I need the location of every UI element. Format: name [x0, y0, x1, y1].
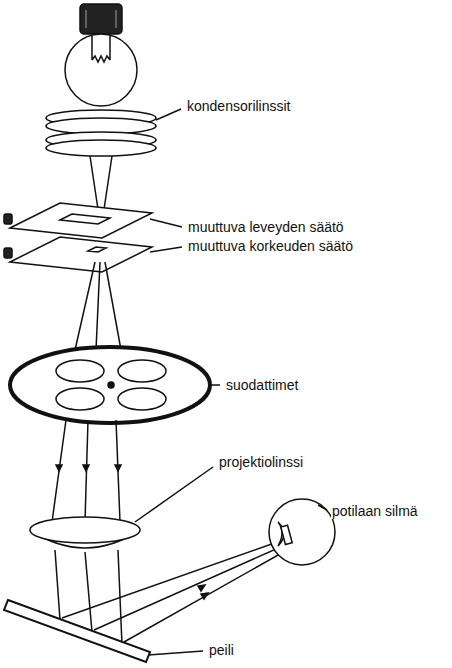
adjust-knob [4, 248, 12, 258]
leader-line [150, 247, 182, 252]
ray-arrow [198, 585, 208, 599]
leader-line [210, 384, 220, 386]
light-ray [124, 550, 287, 642]
socket-ridge [85, 10, 87, 28]
filter [118, 388, 166, 410]
ray-arrow [56, 465, 121, 471]
lamp-bulb [65, 34, 137, 106]
leader-line [156, 109, 181, 120]
height-plate [10, 237, 152, 272]
part-label: muuttuva korkeuden säätö [187, 238, 354, 254]
filter [56, 388, 104, 410]
filter-wheel [10, 347, 210, 423]
light-ray [55, 550, 60, 620]
part-label: muuttuva leveyden säätö [187, 219, 345, 235]
filter [118, 360, 166, 382]
leader-line [135, 467, 213, 522]
part-label: projektiolinssi [218, 454, 304, 470]
part-label: kondensorilinssit [186, 98, 292, 114]
part-label: peili [208, 642, 235, 658]
slit-opening [60, 214, 110, 224]
light-ray [62, 540, 283, 618]
adjust-knob [4, 214, 12, 224]
patient-eye [269, 499, 335, 565]
leader-line [148, 651, 203, 655]
mirror [4, 600, 150, 662]
part-label: potilaan silmä [331, 503, 419, 519]
leader-line [318, 505, 327, 510]
wheel-axis [108, 382, 114, 388]
projection-lens [30, 517, 140, 543]
leader-line [150, 219, 182, 227]
light-ray [94, 545, 285, 630]
part-label: suodattimet [225, 377, 299, 393]
socket-ridge [115, 10, 117, 28]
filament [92, 36, 110, 62]
condenser-lens [46, 140, 156, 156]
filter [56, 360, 104, 382]
slit-image [281, 525, 292, 544]
slit-opening [88, 247, 106, 252]
lamp-socket [80, 4, 122, 34]
width-plate [10, 203, 152, 238]
light-ray [103, 156, 112, 216]
light-ray [85, 552, 92, 632]
